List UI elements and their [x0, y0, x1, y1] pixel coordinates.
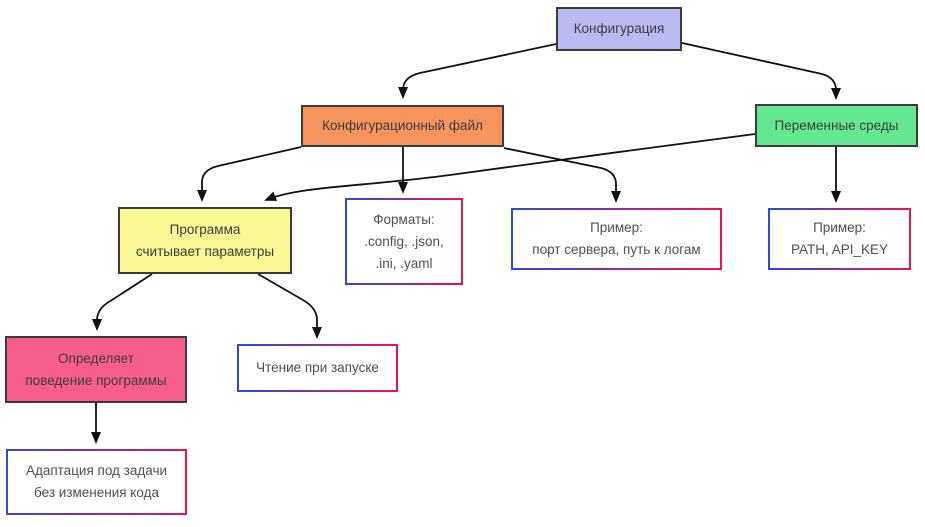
edge-config-to-env: [681, 42, 841, 100]
node-example-config-file-label: Пример: порт сервера, путь к логам: [532, 220, 701, 257]
node-env-variables-label: Переменные среды: [774, 117, 899, 133]
edge-file-to-example-file: [503, 147, 621, 203]
edge-program-to-reading: [257, 273, 322, 339]
node-adaptation-no-code-change-label: Адаптация под задачи без изменения кода: [25, 463, 168, 500]
node-read-at-startup-label: Чтение при запуске: [256, 360, 379, 375]
node-configuration-label: Конфигурация: [573, 21, 665, 36]
node-adaptation-no-code-change: Адаптация под задачи без изменения кода: [6, 449, 187, 515]
node-example-env-vars-label: Пример: PATH, API_KEY: [790, 220, 889, 257]
node-config-file-label: Конфигурационный файл: [322, 118, 483, 133]
edge-config-to-file: [398, 43, 557, 99]
node-configuration: Конфигурация: [556, 7, 682, 51]
node-example-env-vars: Пример: PATH, API_KEY: [768, 208, 911, 270]
node-env-variables: Переменные среды: [755, 104, 918, 147]
node-defines-behavior: Определяет поведение программы: [5, 336, 187, 403]
node-read-at-startup: Чтение при запуске: [237, 344, 398, 392]
node-example-config-file: Пример: порт сервера, путь к логам: [511, 208, 722, 270]
node-formats-label: Форматы: .config, .json, .ini, .yaml: [364, 211, 444, 271]
node-config-file: Конфигурационный файл: [301, 105, 504, 147]
edge-file-to-program: [197, 146, 302, 202]
node-program-reads-params: Программа считывает параметры: [118, 207, 292, 274]
node-program-reads-params-label: Программа считывает параметры: [135, 221, 275, 259]
edge-program-to-behavior: [92, 273, 153, 331]
node-defines-behavior-label: Определяет поведение программы: [25, 350, 167, 388]
node-formats: Форматы: .config, .json, .ini, .yaml: [345, 198, 463, 285]
